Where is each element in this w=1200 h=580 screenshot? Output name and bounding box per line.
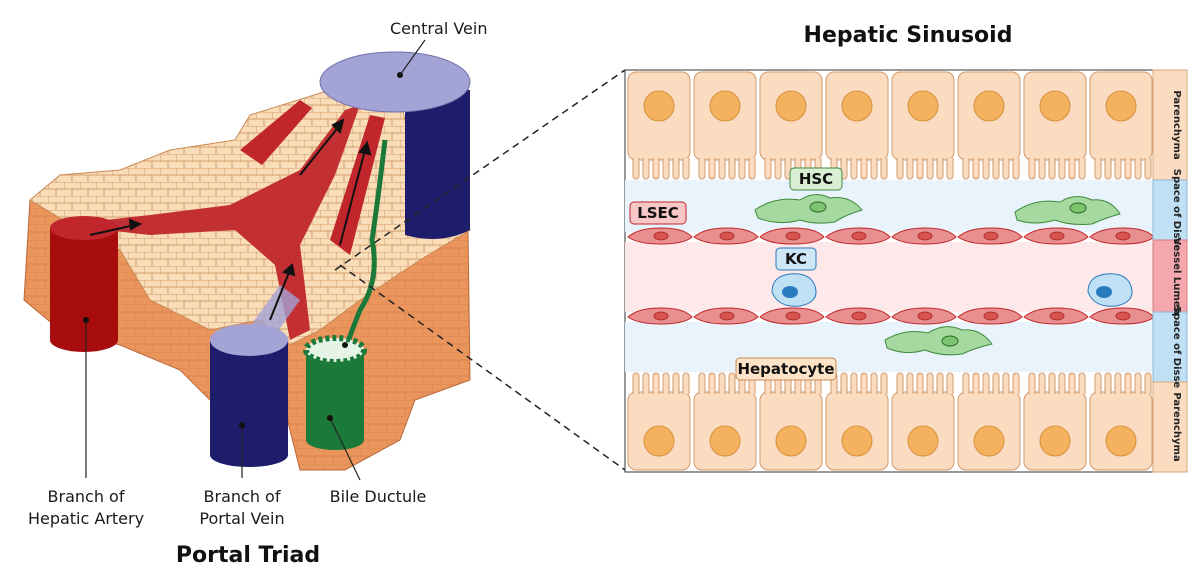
bile-ductule-cylinder [303, 335, 367, 450]
hepatocyte-cell [825, 372, 889, 471]
svg-text:HSC: HSC [799, 170, 833, 188]
band-top-parenchyma: Parenchyma [1171, 90, 1182, 159]
top-lsec-layer [627, 227, 1155, 245]
zoom-lines [334, 69, 626, 471]
lsec-cell [759, 307, 825, 325]
hepatocyte-cell [693, 372, 757, 471]
artery-branch-3 [330, 115, 385, 255]
vessel-lumen [625, 242, 1153, 312]
hepatic-sinusoid-title: Hepatic Sinusoid [804, 23, 1013, 48]
lsec-cell [627, 227, 693, 245]
hepatocyte-cell [891, 372, 955, 471]
hepatocyte-cell [759, 372, 823, 471]
band-bottom-parenchyma: Parenchyma [1171, 392, 1182, 461]
kupffer-cell-1 [771, 273, 817, 307]
svg-text:Hepatocyte: Hepatocyte [737, 360, 834, 378]
hepatic-artery-label-line2: Hepatic Artery [28, 509, 144, 528]
lsec-cell [957, 227, 1023, 245]
flow-arrows [89, 118, 372, 321]
hepatic-artery-cylinder [50, 216, 118, 352]
hsc-cell-1 [754, 194, 863, 224]
band-top-disse: Space of Disse [1171, 169, 1182, 252]
kc-tag: KC [775, 247, 817, 271]
hepatocyte-cell [693, 71, 757, 180]
hepatocyte-cell [627, 372, 691, 471]
hepatocyte-cell [1023, 71, 1087, 180]
hsc-tag: HSC [789, 167, 843, 191]
lsec-cell [693, 307, 759, 325]
central-vein-cylinder [319, 51, 471, 239]
svg-text:LSEC: LSEC [637, 204, 679, 222]
portal-triad-title: Portal Triad [176, 543, 320, 568]
lsec-cell [825, 227, 891, 245]
top-hepatocyte-row [627, 71, 1153, 180]
lsec-cell [627, 307, 693, 325]
lsec-cell [891, 307, 957, 325]
hepatocyte-cell [957, 372, 1021, 471]
lsec-cell [825, 307, 891, 325]
lsec-cell [1023, 227, 1089, 245]
artery-branch-2 [240, 100, 312, 165]
sinusoid-panel [624, 69, 1188, 473]
bile-ductule-label: Bile Ductule [330, 487, 427, 506]
lsec-cell [759, 227, 825, 245]
hepatic-artery-label-line1: Branch of [48, 487, 125, 506]
lsec-cell [891, 227, 957, 245]
central-vein-label: Central Vein [390, 19, 487, 38]
bottom-lsec-layer [627, 307, 1155, 325]
hepatocyte-cell [627, 71, 691, 180]
leader-lines [85, 39, 426, 481]
portal-vein-cylinder [210, 285, 300, 467]
hepatocyte-cell [1089, 71, 1153, 180]
portal-vein-label-line2: Portal Vein [199, 509, 284, 528]
hsc-cell-3 [884, 326, 993, 356]
bottom-hepatocyte-row [627, 372, 1153, 471]
lsec-cell [693, 227, 759, 245]
hepatocyte-cell [891, 71, 955, 180]
portal-vein-label-line1: Branch of [204, 487, 281, 506]
svg-text:KC: KC [785, 250, 807, 268]
hepatocyte-cell [1023, 372, 1087, 471]
lsec-cell [957, 307, 1023, 325]
lsec-cell [1023, 307, 1089, 325]
kupffer-cell-2 [1087, 273, 1133, 307]
hepatocyte-cell [759, 71, 823, 180]
hepatocyte-cell [1089, 372, 1153, 471]
hepatocyte-tag: Hepatocyte [735, 357, 837, 381]
hepatocyte-cell [957, 71, 1021, 180]
lsec-cell [1089, 307, 1155, 325]
band-bottom-disse: Space of Disse [1171, 306, 1182, 389]
lsec-tag: LSEC [629, 201, 687, 225]
bile-duct-line [342, 139, 388, 351]
liver-lobule-illustration [23, 39, 471, 481]
hsc-cell-2 [1014, 196, 1121, 225]
band-vessel-lumen: Vessel Lumen [1171, 237, 1182, 314]
